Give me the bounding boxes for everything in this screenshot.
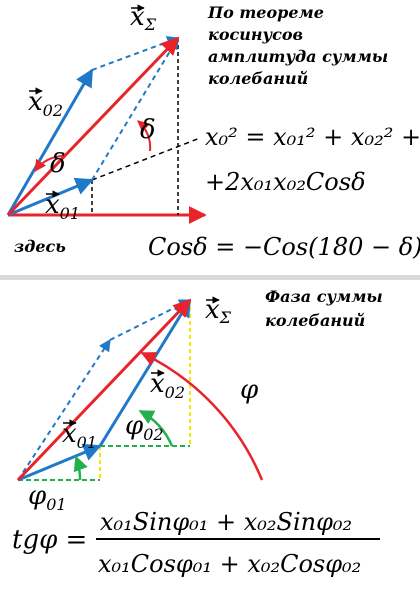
phase-panel: xΣ x02 x01 φ φ02 φ01 Фаза суммы колебани…	[0, 280, 420, 599]
formula-amplitude-line1: x₀² = x₀₁² + x₀₂² +	[205, 123, 420, 151]
formula-lhs: tgφ =	[12, 525, 87, 555]
parallelogram-left	[17, 338, 111, 481]
svg-text:Фаза суммы: Фаза суммы	[265, 287, 383, 306]
cosine-theorem-diagram: xΣ x02 x01 δ δ По теореме косинусов ампл…	[6, 2, 420, 261]
phi-arc	[140, 351, 264, 481]
svg-text:xΣ: xΣ	[130, 2, 157, 34]
label-phi01: φ01	[28, 481, 67, 514]
label-x-sum: xΣ	[205, 295, 232, 327]
label-x-sum: xΣ	[130, 2, 157, 34]
svg-text:x02: x02	[28, 87, 63, 120]
note-cosine-theorem: По теореме косинусов амплитуда суммы кол…	[207, 3, 388, 88]
note-phase: Фаза суммы колебаний	[265, 287, 383, 330]
delta-arc-inner	[34, 154, 66, 172]
parallelogram-right	[91, 36, 179, 181]
phase-diagram: xΣ x02 x01 φ φ02 φ01 Фаза суммы колебани…	[12, 287, 383, 578]
svg-text:колебаний: колебаний	[208, 69, 308, 88]
vector-x01	[17, 443, 102, 482]
svg-text:x01: x01	[45, 190, 80, 223]
cosine-theorem-panel: xΣ x02 x01 δ δ По теореме косинусов ампл…	[0, 0, 420, 275]
label-x02: x02	[28, 87, 63, 120]
vector-x01	[7, 177, 94, 217]
label-phi02: φ02	[125, 411, 164, 444]
vector-sum	[16, 298, 192, 482]
vector-x02	[6, 68, 94, 216]
label-x01: x01	[62, 419, 97, 452]
label-x01: x01	[45, 190, 80, 223]
formula-amplitude-line2: +2x₀₁x₀₂Cosδ	[205, 168, 366, 196]
x01-extension	[91, 137, 201, 181]
panel-divider	[0, 275, 420, 280]
formula-denominator: x₀₁Cosφ₀₁ + x₀₂Cosφ₀₂	[98, 550, 361, 578]
vector-x02	[98, 298, 192, 447]
parallelogram-top	[91, 36, 180, 71]
label-delta-outer: δ	[140, 115, 156, 145]
label-x02: x02	[150, 369, 185, 402]
label-phi: φ	[240, 375, 259, 405]
vector-sum	[6, 36, 180, 217]
label-delta-inner: δ	[50, 149, 66, 179]
svg-text:косинусов: косинусов	[208, 25, 303, 44]
formula-numerator: x₀₁Sinφ₀₁ + x₀₂Sinφ₀₂	[100, 508, 352, 536]
here-label: здесь	[14, 237, 66, 256]
svg-text:амплитуда суммы: амплитуда суммы	[208, 47, 388, 66]
phi02-arc	[138, 409, 174, 447]
svg-text:По теореме: По теореме	[207, 3, 324, 22]
delta-arc-outer	[137, 120, 152, 152]
formula-cos-delta: Cosδ = −Cos(180 − δ)	[148, 233, 420, 261]
svg-text:колебаний: колебаний	[265, 311, 365, 330]
svg-text:x01: x01	[62, 419, 97, 452]
phi01-arc	[73, 455, 88, 481]
